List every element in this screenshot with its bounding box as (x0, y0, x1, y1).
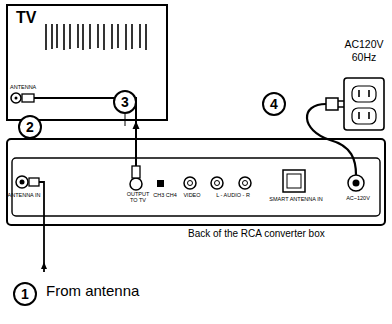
tv-bar (125, 24, 127, 50)
tv-bar (69, 24, 71, 49)
tv-bars (46, 24, 146, 50)
port-label: ANTENNA (10, 85, 36, 91)
tv-bar (131, 24, 133, 49)
callout-number: 1 (13, 282, 37, 306)
tv-bar (139, 24, 141, 48)
tv-jack-pin (15, 97, 18, 100)
tv-bar (97, 24, 99, 48)
smart-antenna-port-inner (287, 174, 301, 188)
power-plug (326, 98, 338, 110)
callout-number: 2 (18, 115, 42, 139)
audio-r-jack-inner (243, 181, 248, 186)
audio-l-jack-inner (215, 181, 220, 186)
antenna-plug (29, 178, 39, 186)
tv-plug (22, 94, 34, 102)
ac-jack (348, 175, 364, 191)
callout-number: 4 (262, 92, 286, 116)
port-label: VIDEO (183, 193, 200, 199)
smart-antenna-port (283, 170, 305, 192)
tv-screen (14, 26, 154, 66)
ac-jack-pin (353, 180, 360, 187)
output-jack (130, 178, 142, 190)
power-spec: AC120V 60Hz (340, 38, 388, 64)
port-label: ANTENNA IN (8, 193, 41, 199)
tv-bar (45, 24, 47, 50)
tv-bar (89, 24, 91, 49)
converter-panel (12, 158, 380, 216)
outlet-socket (352, 108, 376, 124)
caption-text: Back of the RCA converter box (188, 229, 325, 240)
tv-bar (145, 24, 147, 50)
video-jack (184, 177, 196, 189)
wall-outlet (344, 78, 384, 130)
source-label: From antenna (46, 283, 139, 299)
port-label: CH3 CH4 (153, 193, 177, 199)
antenna-arrow (41, 262, 47, 269)
output-plug (132, 166, 140, 178)
outlet-slots (359, 90, 369, 119)
outlet-socket (352, 86, 376, 102)
tv-bar (77, 24, 79, 48)
audio-r-jack (239, 177, 251, 189)
tv-bar (63, 24, 65, 50)
tv-bar (51, 24, 53, 49)
antenna-in-jack (16, 176, 28, 188)
tv-bar (117, 24, 119, 48)
tv-bar (103, 24, 105, 50)
tv-box: TV ANTENNA (6, 4, 168, 121)
audio-l-jack (211, 177, 223, 189)
arrowhead (133, 121, 140, 129)
tv-jack (11, 93, 21, 103)
port-label: SMART ANTENNA IN (269, 197, 322, 203)
antenna-in-pin (20, 180, 25, 185)
tv-title: TV (16, 10, 36, 27)
tv-bar (56, 24, 58, 48)
port-label: AC~120V (346, 196, 370, 202)
video-jack-inner (188, 181, 193, 186)
tv-bar (82, 24, 84, 50)
leader-line (30, 114, 125, 140)
port-label: OUTPUT TO TV (125, 192, 151, 204)
port-label: L - AUDIO - R (216, 193, 250, 199)
channel-switch (157, 180, 164, 187)
coax-cable (133, 121, 140, 138)
tv-bar (111, 24, 113, 49)
converter-box: ANTENNA IN OUTPUT TO TVCH3 CH4 VIDEO L - AU… (6, 138, 386, 226)
output-cable (135, 140, 137, 166)
callout-number: 3 (113, 90, 137, 114)
